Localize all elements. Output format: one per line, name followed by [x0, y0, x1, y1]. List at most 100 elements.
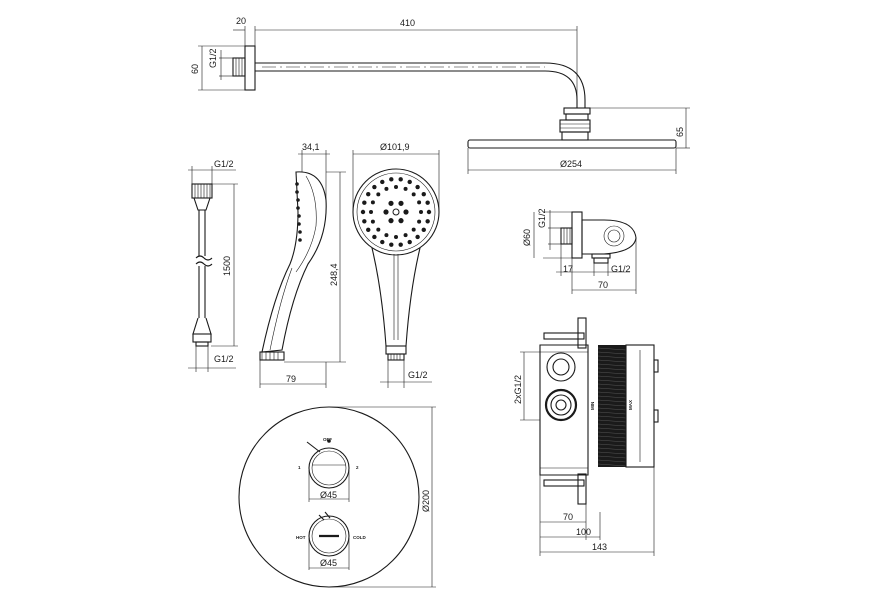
spray-nozzle: [389, 242, 394, 247]
cartridge-hatch: [597, 375, 627, 379]
cartridge-hatch: [597, 427, 627, 431]
hand-shower-side-body: [261, 171, 327, 353]
outlet-depth-dim: 17: [563, 264, 573, 274]
valve-housing: [539, 344, 589, 476]
cartridge-hatch: [597, 363, 627, 367]
hand-shower-front-connector: [387, 353, 405, 361]
cartridge-hatch: [597, 355, 627, 359]
cartridge-hatch: [597, 379, 627, 383]
cartridge-hatch: [597, 399, 627, 403]
trim-plate: OFF 1 2 Ø45 HOT COLD Ø45 Ø200: [238, 406, 436, 588]
spray-nozzle: [388, 218, 394, 224]
spray-nozzle: [421, 227, 426, 233]
spray-nozzle: [425, 200, 430, 205]
spray-nozzle: [372, 184, 377, 190]
arm-wall-gap-dim: 20: [236, 16, 246, 26]
hose-bottom-nut: [192, 333, 212, 343]
spray-nozzle: [421, 191, 426, 197]
spray-nozzle: [403, 209, 409, 215]
hand-shower-thread-dim: G1/2: [408, 370, 428, 380]
arm-connector: [563, 107, 591, 115]
spray-nozzle: [398, 242, 403, 247]
cartridge-hatch: [597, 407, 627, 411]
valve-dim-100: 100: [576, 527, 591, 537]
hose-top-thread-dim: G1/2: [214, 159, 234, 169]
diverter-knob-diameter-dim: Ø45: [320, 490, 337, 500]
cartridge-hatch: [597, 443, 627, 447]
diverter-knob[interactable]: [308, 447, 350, 489]
spray-nozzle: [411, 227, 416, 232]
diverter-label-2: 2: [356, 465, 359, 470]
spray-nozzle: [376, 192, 381, 197]
spray-nozzle: [398, 218, 404, 224]
outlet-width-dim: 70: [598, 280, 608, 290]
spray-nozzle: [398, 177, 403, 182]
valve-dim-70: 70: [563, 512, 573, 522]
spray-nozzle: [360, 209, 366, 215]
hose-length-dim: 1500: [222, 256, 232, 276]
arm-flange-dim: 60: [190, 64, 200, 74]
spray-nozzle: [362, 219, 367, 224]
cartridge-hatch: [597, 435, 627, 439]
spray-nozzle: [415, 184, 420, 190]
spray-nozzle: [417, 200, 422, 205]
spray-nozzle: [417, 219, 422, 224]
hose: G1/2 1500 G1/2: [188, 159, 238, 372]
diverter-label-off: OFF: [323, 437, 332, 442]
hose-bottom-thread-dim: G1/2: [214, 354, 234, 364]
arm-wall-flange: [244, 45, 256, 91]
spray-nozzle: [383, 209, 389, 215]
cartridge-hatch: [597, 455, 627, 459]
cartridge-hatch: [597, 431, 627, 435]
valve-cartridge: [597, 345, 627, 467]
valve-inlets-dim: 2xG1/2: [513, 375, 523, 404]
spray-nozzle: [394, 185, 398, 189]
outlet-body: [581, 219, 637, 255]
spray-nozzle: [372, 234, 377, 240]
spray-nozzle: [376, 227, 381, 232]
spray-nozzle: [366, 227, 371, 233]
spray-nozzle: [370, 219, 375, 224]
spray-nozzle: [426, 209, 432, 215]
head-shower-plate: [467, 139, 677, 149]
spray-nozzle: [389, 177, 394, 182]
valve-body: MIN MAX 2xG1/2 70 100 143: [513, 317, 659, 556]
spray-nozzle: [366, 191, 371, 197]
cartridge-hatch: [597, 459, 627, 463]
cartridge-hatch: [597, 463, 627, 467]
cartridge-hatch: [597, 371, 627, 375]
spray-nozzle: [415, 234, 420, 240]
spray-nozzle: [425, 219, 430, 224]
spray-nozzle: [403, 233, 408, 238]
spray-nozzle: [380, 179, 385, 185]
hand-shower-depth-dim: 79: [286, 374, 296, 384]
spray-nozzle: [403, 186, 408, 191]
outlet-outlet-thread-dim: G1/2: [611, 264, 631, 274]
hand-shower-front: Ø101,9 G1/2: [352, 142, 440, 388]
hand-shower-length-dim: 248,4: [329, 263, 339, 286]
hand-shower-side: 34,1 248,4 79: [259, 142, 346, 388]
cartridge-hatch: [597, 403, 627, 407]
cartridge-hatch: [597, 411, 627, 415]
outlet-thread-nipple: [560, 227, 573, 245]
trim-plate-diameter-dim: Ø200: [421, 490, 431, 512]
spray-nozzle: [369, 210, 373, 214]
spray-center: [392, 208, 400, 216]
spray-nozzle: [384, 186, 389, 191]
spray-nozzle: [411, 192, 416, 197]
hand-shower-side-connector: [259, 351, 285, 361]
cartridge-hatch: [597, 419, 627, 423]
spray-nozzle: [380, 239, 385, 245]
cartridge-hatch: [597, 359, 627, 363]
cartridge-hatch: [597, 395, 627, 399]
cartridge-hatch: [597, 347, 627, 351]
hand-shower-thickness-dim: 34,1: [302, 142, 320, 152]
spray-nozzle: [407, 239, 412, 245]
valve-inlet-bottom: [544, 388, 578, 422]
spray-nozzle: [419, 210, 423, 214]
head-shower: 65 Ø254: [467, 107, 690, 174]
spray-nozzle: [388, 200, 394, 206]
head-diameter-dim: Ø254: [560, 159, 582, 169]
cartridge-hatch: [597, 367, 627, 371]
